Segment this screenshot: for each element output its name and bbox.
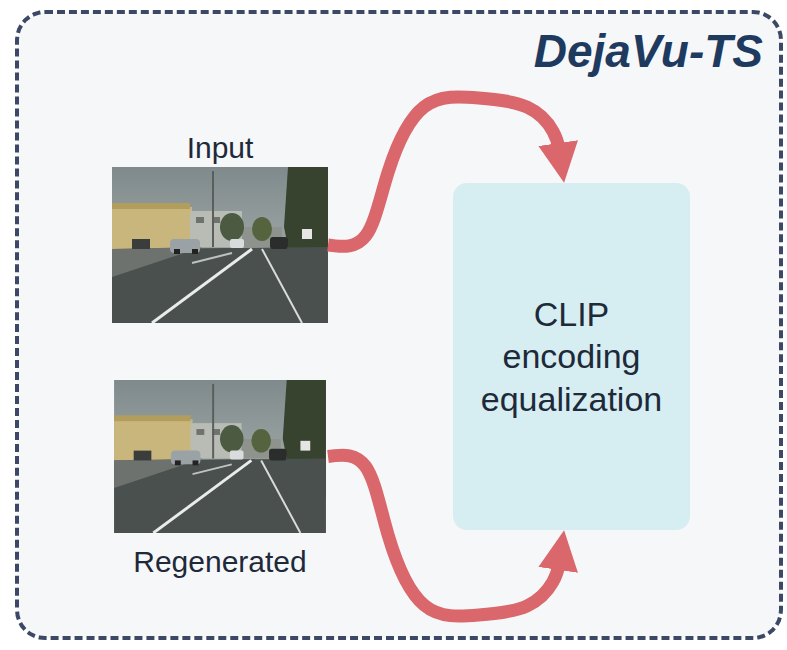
image-label: Regenerated xyxy=(133,545,306,579)
box-label: CLIP encoding equalization xyxy=(472,293,672,421)
image-label: Input xyxy=(187,131,254,165)
dashed-frame: DejaVu-TS InputCLIP encoding equalization… xyxy=(15,10,783,640)
process-box: CLIP encoding equalization xyxy=(453,183,690,530)
frame-ground xyxy=(17,12,781,638)
input-photo xyxy=(112,167,328,323)
frame-title: DejaVu-TS xyxy=(534,24,763,78)
regenerated-photo xyxy=(114,380,326,533)
image-node: Regenerated xyxy=(112,380,328,533)
image-node: Input xyxy=(112,167,328,323)
